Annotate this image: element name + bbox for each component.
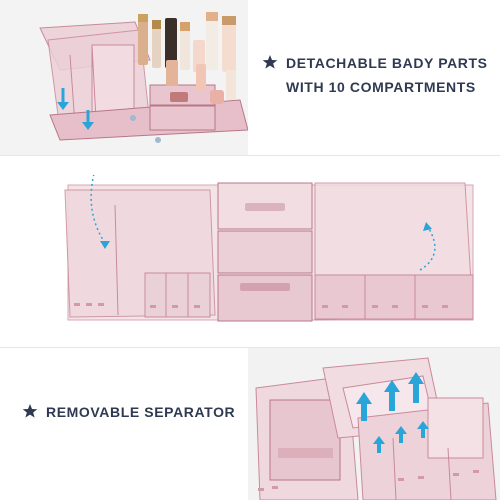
caption-line-2: WITH 10 COMPARTMENTS (286, 79, 476, 95)
caption-line-1: DETACHABLE BADY PARTS (286, 55, 488, 71)
caption-text: REMOVABLE SEPARATOR (46, 404, 236, 420)
bottom-right-product-photo (248, 348, 500, 500)
divider (0, 155, 500, 156)
dotted-arrow-icon (90, 175, 436, 271)
top-left-product-photo (0, 0, 248, 155)
detach-arrow-icon (57, 88, 94, 130)
star-icon (22, 403, 38, 419)
star-icon (262, 54, 278, 70)
feature-caption-detachable: DETACHABLE BADY PARTS WITH 10 COMPARTMEN… (262, 51, 488, 99)
divider (0, 347, 500, 348)
main-organizer-illustration (60, 175, 480, 335)
feature-caption-separator: REMOVABLE SEPARATOR (22, 400, 235, 424)
up-arrow-icon (356, 372, 429, 453)
